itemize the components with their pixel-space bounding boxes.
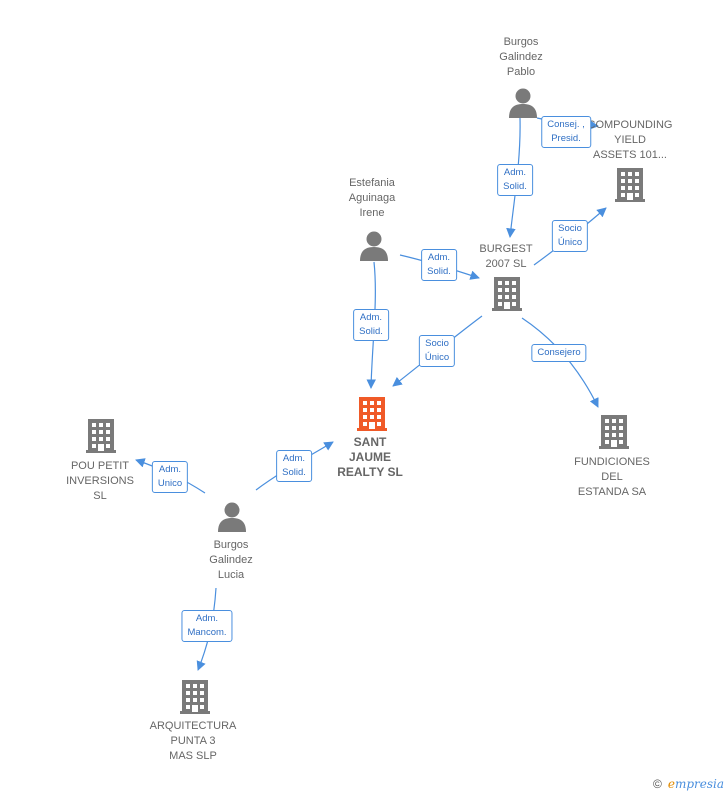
relation-badge-socio-unico-sant[interactable]: Socio Único xyxy=(418,335,456,367)
brand-e: e xyxy=(667,777,675,791)
node-label-burgos-lucia[interactable]: Burgos Galindez Lucia xyxy=(209,539,253,581)
node-label-estefania[interactable]: Estefania Aguinaga Irene xyxy=(348,177,396,219)
relation-badge-socio-unico-compounding[interactable]: Socio Único xyxy=(551,220,589,252)
building-icon-burgest xyxy=(492,277,522,311)
node-label-pou-petit[interactable]: POU PETIT INVERSIONS SL xyxy=(66,460,134,502)
relation-badge-adm-solid-estefania-burgest[interactable]: Adm. Solid. xyxy=(421,249,457,281)
building-icon-sant-jaume xyxy=(357,397,387,431)
node-label-arquitectura[interactable]: ARQUITECTURA PUNTA 3 MAS SLP xyxy=(149,720,237,762)
relation-badge-adm-solid-pablo[interactable]: Adm. Solid. xyxy=(497,164,533,196)
relation-badge-adm-solid-lucia[interactable]: Adm. Solid. xyxy=(276,450,312,482)
relation-badge-adm-unico-pou[interactable]: Adm. Unico xyxy=(151,461,189,493)
relation-badge-adm-mancom[interactable]: Adm. Mancom. xyxy=(181,610,233,642)
node-label-compounding[interactable]: COMPOUNDING YIELD ASSETS 101... xyxy=(587,119,673,161)
relation-badge-consej-presid[interactable]: Consej. , Presid. xyxy=(541,116,591,148)
building-icon-arquitectura xyxy=(180,680,210,714)
edge-burgest-fundiciones xyxy=(521,317,599,408)
node-label-burgos-pablo[interactable]: Burgos Galindez Pablo xyxy=(499,36,543,78)
node-label-sant-jaume[interactable]: SANT JAUME REALTY SL xyxy=(337,435,403,479)
person-icon-estefania xyxy=(360,231,388,261)
building-icon-pou-petit xyxy=(86,419,116,453)
person-icon-burgos-pablo xyxy=(509,88,537,118)
building-icon-fundiciones xyxy=(599,415,629,449)
copyright-symbol: © xyxy=(652,777,662,791)
brand-name: mpresia xyxy=(674,777,724,791)
person-icon-burgos-lucia xyxy=(218,502,246,532)
node-label-fundiciones[interactable]: FUNDICIONES DEL ESTANDA SA xyxy=(574,456,650,498)
empresia-watermark: © empresia xyxy=(653,777,724,791)
building-icon-compounding xyxy=(615,168,645,202)
relation-badge-consejero[interactable]: Consejero xyxy=(531,344,587,362)
node-label-burgest[interactable]: BURGEST 2007 SL xyxy=(479,243,533,270)
relation-badge-adm-solid-estefania-sant[interactable]: Adm. Solid. xyxy=(353,309,389,341)
